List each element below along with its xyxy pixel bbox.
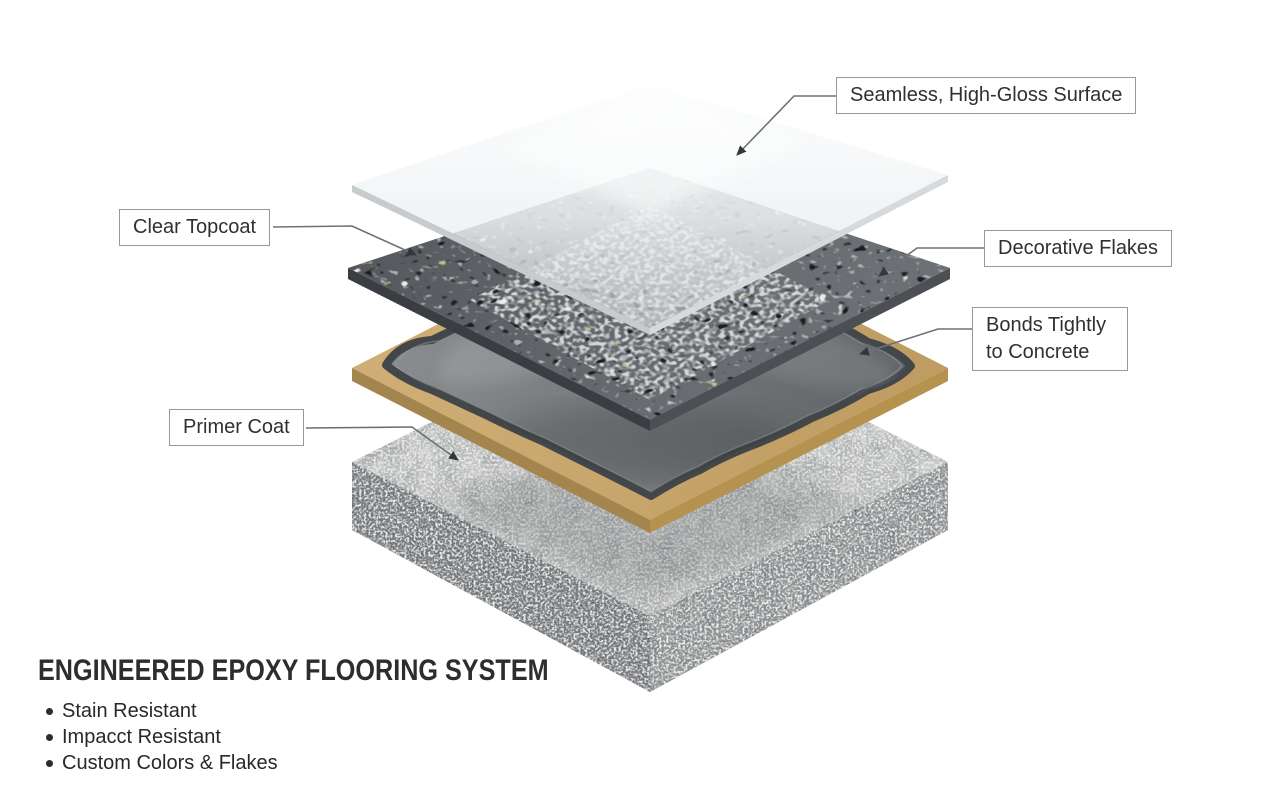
feature-list: Stain Resistant Impacct Resistant Custom… [38,698,646,776]
leader-line-seamless [736,95,836,156]
primer-board-right-edge [650,368,948,533]
leader-line-decorative-flakes [878,247,984,277]
callout-seamless-high-gloss-surface: Seamless, High-Gloss Surface [836,77,1137,114]
leader-line-clear-topcoat [272,225,417,256]
callout-primer-coat: Primer Coat [169,409,304,446]
primer-board-left-edge [352,368,650,533]
gloss-topcoat-sheet [352,84,948,335]
sheet-left-edge [352,185,650,335]
feature-item: Stain Resistant [38,698,646,724]
callout-bonds-tightly-to-concrete: Bonds Tightly to Concrete [972,307,1128,371]
title-block: ENGINEERED EPOXY FLOORING SYSTEM Stain R… [38,654,646,776]
leader-line-bonds [859,328,972,356]
callout-clear-topcoat: Clear Topcoat [119,209,271,246]
sheet-right-edge [650,175,948,335]
leader-lines [272,95,984,461]
feature-item: Impacct Resistant [38,724,646,750]
page-title: ENGINEERED EPOXY FLOORING SYSTEM [38,654,549,687]
leader-line-primer [305,426,459,461]
flake-right-edge [650,268,950,431]
callout-decorative-flakes: Decorative Flakes [984,230,1173,267]
feature-item: Custom Colors & Flakes [38,750,646,776]
flake-left-edge [348,268,650,431]
